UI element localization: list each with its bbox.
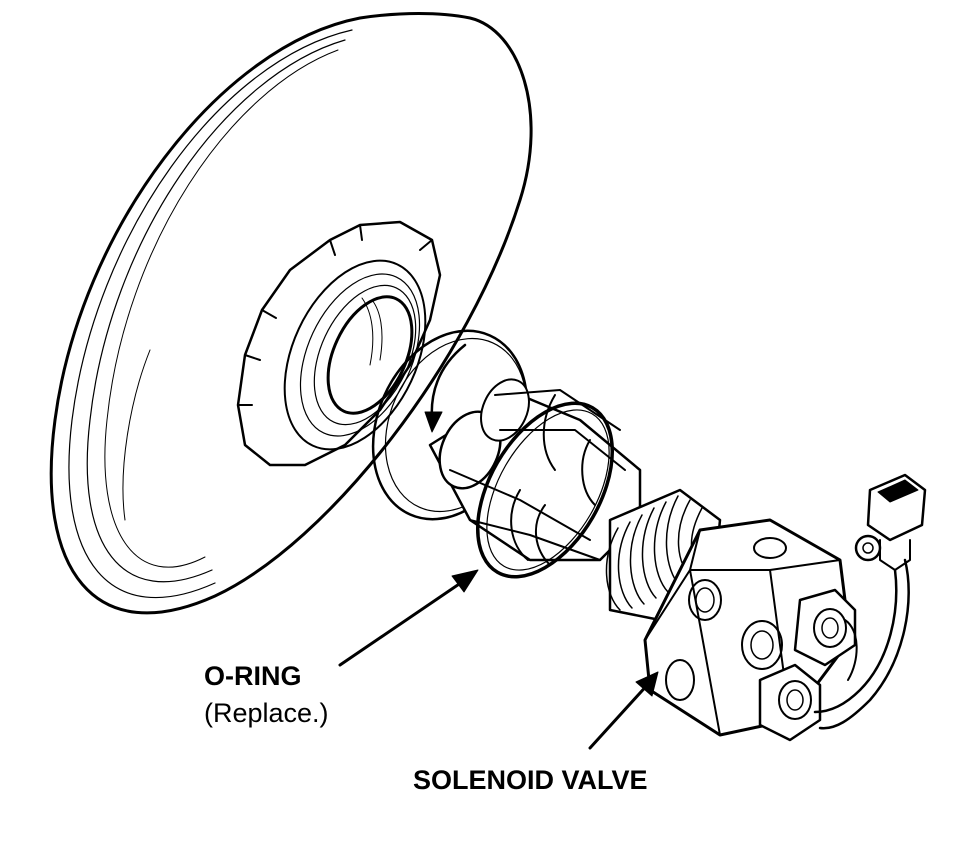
o-ring-leader-arrow	[338, 569, 479, 667]
electrical-connector	[813, 473, 927, 730]
hex-fittings	[758, 588, 857, 742]
o-ring-replace-note: (Replace.)	[204, 698, 329, 728]
solenoid-valve-leader-arrow	[588, 671, 659, 750]
o-ring-label: O-RING	[204, 661, 302, 691]
solenoid-valve-label: SOLENOID VALVE	[413, 765, 648, 795]
small-o-ring	[475, 401, 615, 579]
large-o-ring	[371, 329, 529, 521]
